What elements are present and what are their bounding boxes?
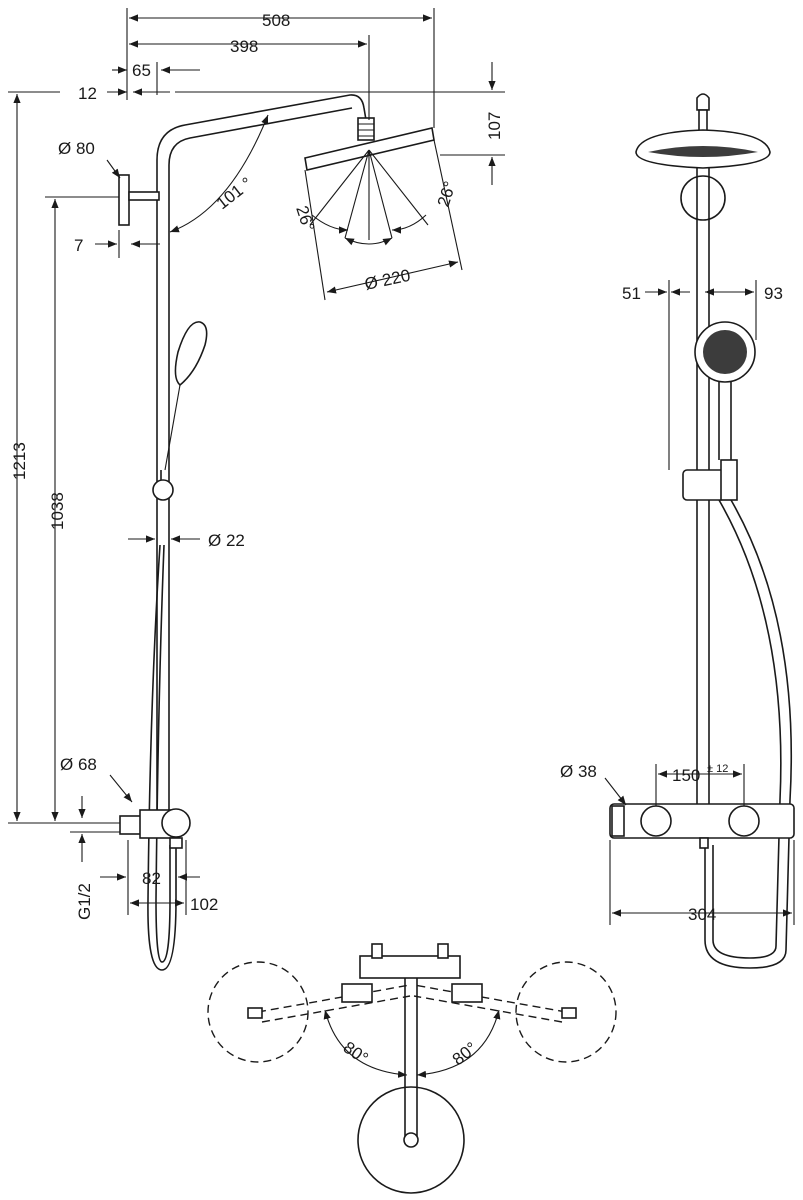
dim-82: 82 — [142, 869, 161, 888]
dim-93: 93 — [764, 284, 783, 303]
dim-150-tolerance: ± 12 — [707, 763, 728, 775]
front-view — [609, 93, 795, 969]
side-view — [118, 94, 435, 971]
dim-1213: 1213 — [10, 442, 29, 480]
dim-angle-80-right: 80° — [449, 1038, 481, 1069]
dim-dia38: Ø 38 — [560, 762, 597, 781]
hand-shower — [174, 321, 208, 387]
swing-circle-right — [515, 961, 617, 1063]
front-slider — [682, 469, 726, 501]
dim-102: 102 — [190, 895, 218, 914]
slider-knob — [152, 479, 174, 501]
dim-dia80: Ø 80 — [58, 139, 95, 158]
front-dimensions: 51 93 Ø 38 150 ± 12 304 — [560, 280, 795, 925]
dim-150: 150 — [672, 766, 700, 785]
top-mixer-body — [359, 955, 461, 979]
riser-pipe — [156, 94, 367, 820]
dim-51: 51 — [622, 284, 641, 303]
dim-dia220: Ø 220 — [363, 266, 412, 294]
dim-12: 12 — [78, 84, 97, 103]
shower-arm-joint — [357, 117, 375, 141]
dim-angle-80-left: 80° — [340, 1038, 372, 1068]
dim-304: 304 — [688, 905, 716, 924]
dim-angle-26-right: 26° — [434, 179, 460, 209]
dim-7: 7 — [74, 236, 83, 255]
dim-107: 107 — [485, 112, 504, 140]
dim-dia22: Ø 22 — [208, 531, 245, 550]
wall-bracket — [118, 174, 130, 226]
dim-1038: 1038 — [48, 492, 67, 530]
side-dimensions: 508 398 65 12 107 Ø 80 101 ° 7 — [8, 8, 505, 920]
dim-65: 65 — [132, 61, 151, 80]
dim-508: 508 — [262, 11, 290, 30]
front-thermostat — [609, 803, 795, 839]
dim-g12: G1/2 — [75, 883, 94, 920]
dim-398: 398 — [230, 37, 258, 56]
overhead-head-top — [357, 1086, 465, 1194]
front-hose — [704, 499, 793, 969]
top-view: 80° 80° — [207, 943, 617, 1194]
swing-circle-left — [207, 961, 309, 1063]
dim-dia68: Ø 68 — [60, 755, 97, 774]
